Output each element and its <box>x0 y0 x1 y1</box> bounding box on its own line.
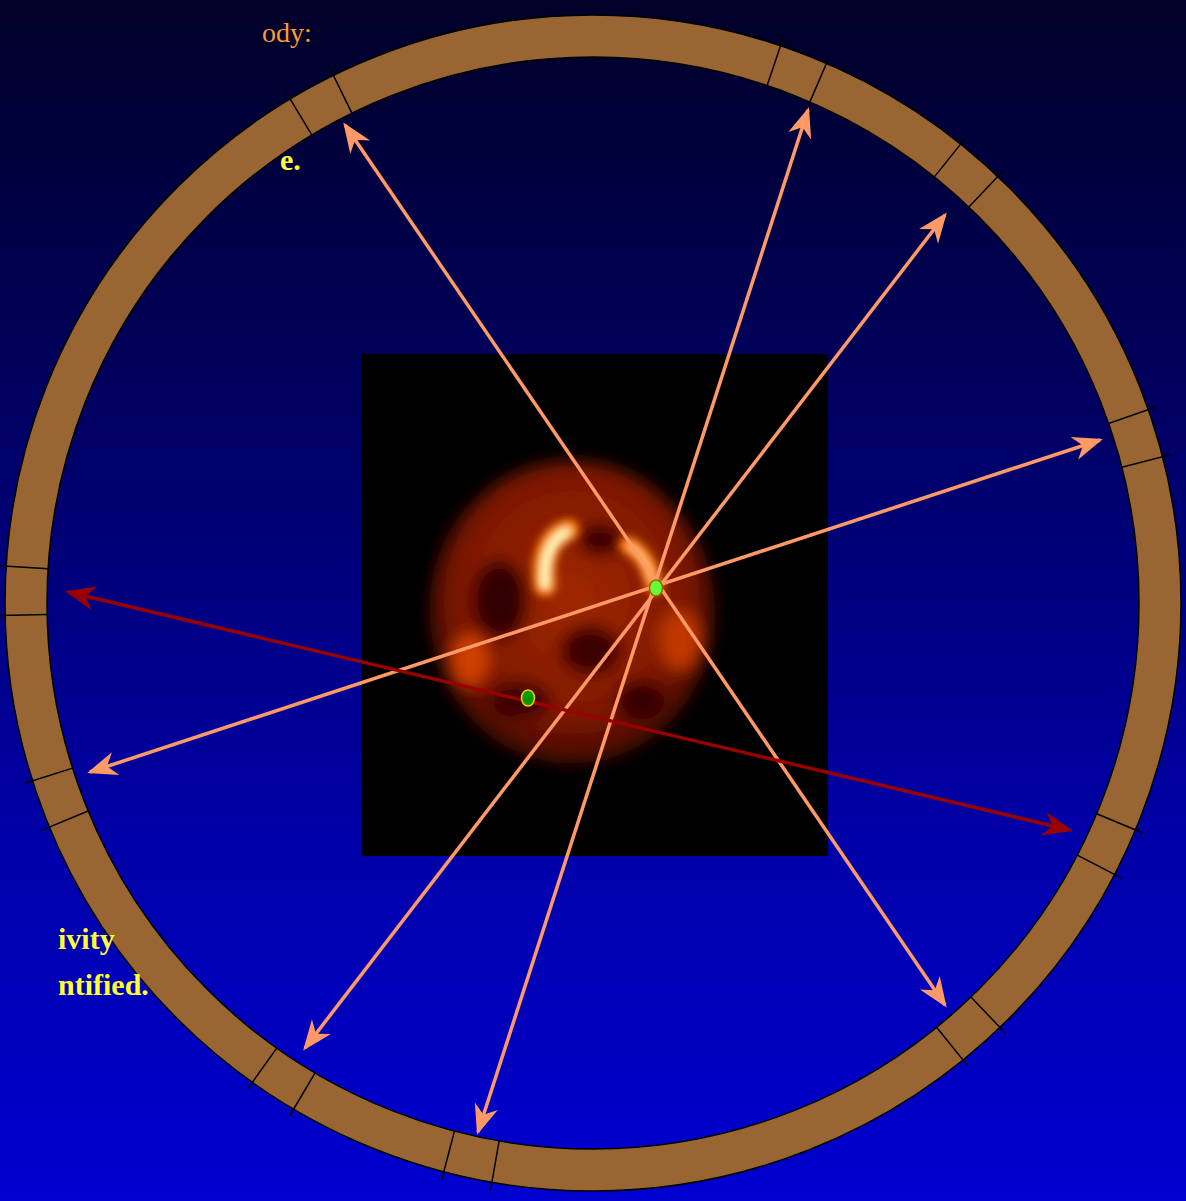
ring-outline <box>5 15 1181 1191</box>
detector-separator <box>286 92 312 135</box>
detector-separator <box>934 138 965 177</box>
detector-separator <box>248 1048 277 1089</box>
line-of-response <box>68 592 1070 830</box>
annihilation-point <box>522 690 535 706</box>
caption-fragment: ntified. <box>58 968 149 1001</box>
detector-separator <box>25 768 73 783</box>
detector-ring <box>26 36 1160 1170</box>
detector-separator <box>1097 814 1143 833</box>
detector-separator <box>330 68 352 113</box>
hot-spots <box>544 530 654 585</box>
detector-separator <box>810 56 830 102</box>
caption-fragment: ivity <box>58 922 115 955</box>
detector-separator <box>971 997 1006 1033</box>
detector-separator <box>969 171 1003 207</box>
detector-separator <box>491 1141 500 1190</box>
annihilation-point <box>650 580 663 596</box>
line-of-response <box>345 125 945 1005</box>
detector-separators <box>0 38 1170 1190</box>
detector-separator <box>937 1027 968 1066</box>
detector-separator <box>42 811 88 830</box>
line-of-response <box>90 440 1100 772</box>
coincidence-lines <box>68 110 1100 1132</box>
detector-separator <box>442 1131 455 1179</box>
caption-fragment: e. <box>280 143 301 176</box>
ring-outline <box>47 57 1139 1149</box>
line-of-response <box>305 215 945 1048</box>
detector-separator <box>0 614 47 615</box>
detector-separator <box>1109 407 1156 423</box>
detector-separator <box>0 566 48 569</box>
caption-fragment: ody: <box>262 18 312 49</box>
detector-separator <box>1122 455 1170 467</box>
detector-separator <box>1077 855 1121 878</box>
line-of-response <box>478 110 808 1132</box>
detector-separator <box>290 1073 315 1116</box>
detector-separator <box>767 38 783 85</box>
